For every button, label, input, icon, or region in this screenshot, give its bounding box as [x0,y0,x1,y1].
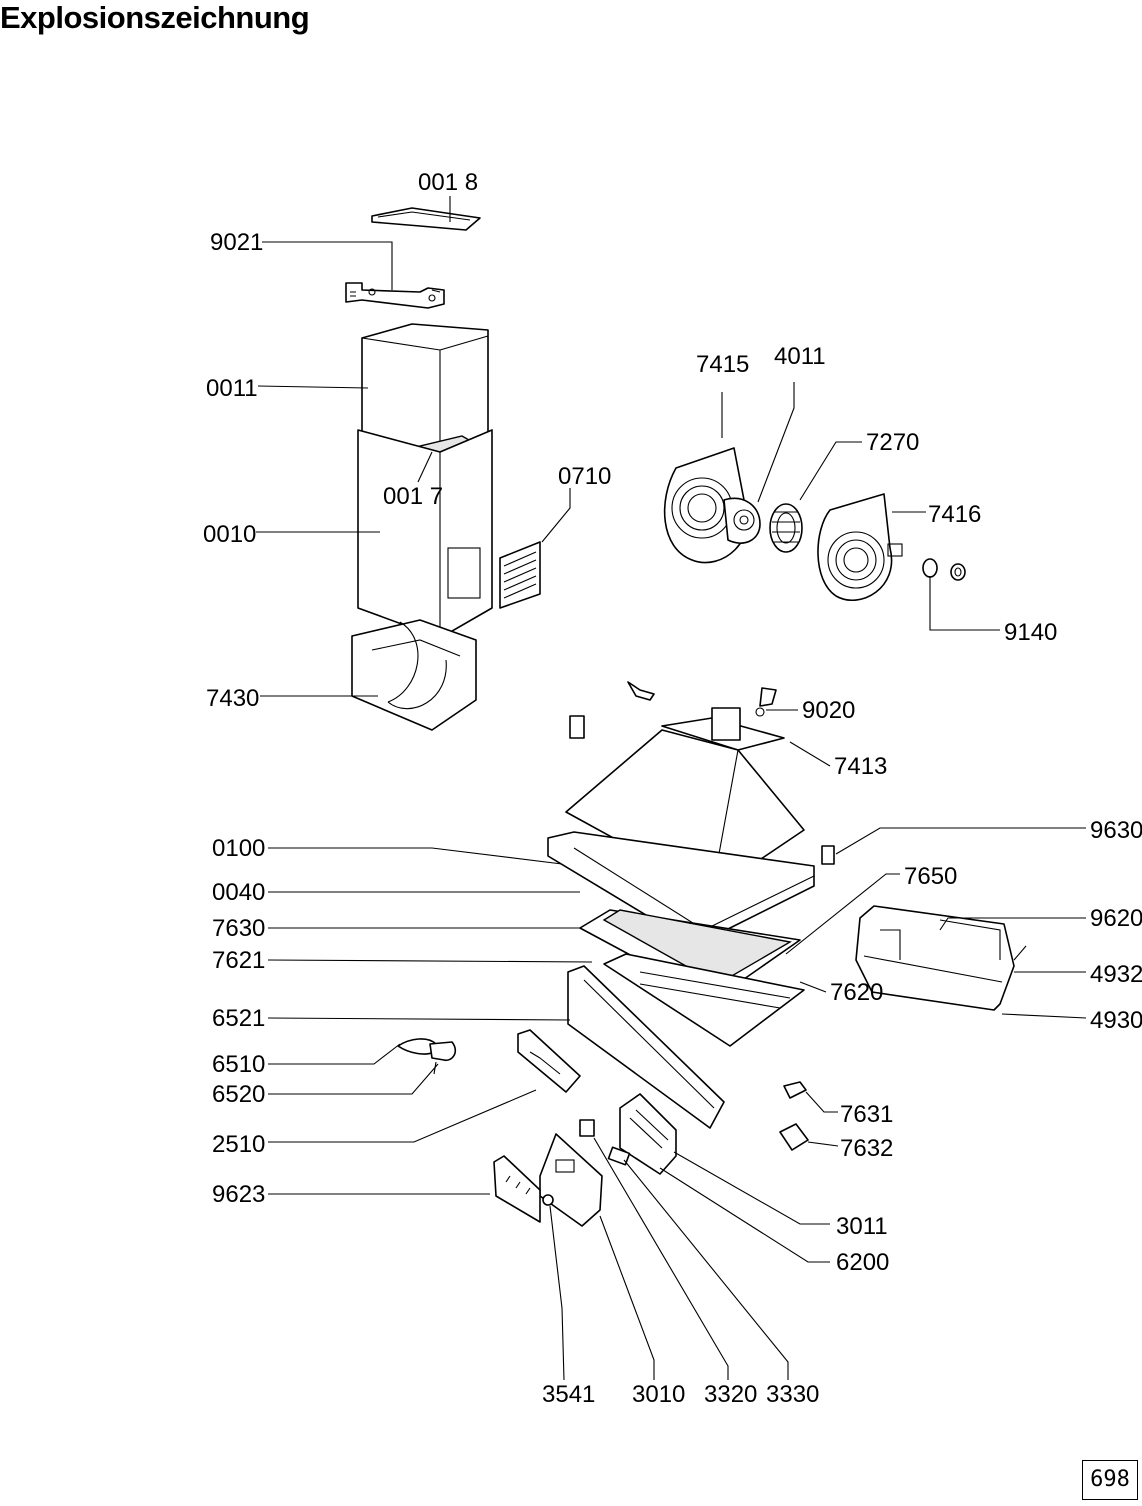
label-0100: 0100 [212,835,265,862]
label-6521: 6521 [212,1005,265,1032]
part-number-labels: 001 8 9021 0011 001 7 0010 0710 7430 741… [203,169,1142,1408]
label-3541: 3541 [542,1381,595,1408]
label-9140: 9140 [1004,619,1057,646]
label-7621: 7621 [212,947,265,974]
label-0040: 0040 [212,879,265,906]
label-3011: 3011 [836,1213,888,1240]
front-control-plate [493,1155,541,1223]
hood-corner-clip [821,845,835,865]
label-3330: 3330 [766,1381,819,1408]
label-6520: 6520 [212,1081,265,1108]
label-6510: 6510 [212,1051,265,1078]
leader-lines [256,196,1087,1381]
chimney-cover-top-bracket [371,207,481,231]
page-number: 698 [1082,1460,1138,1500]
label-7415: 7415 [696,351,749,378]
lamp-socket [429,1041,457,1075]
air-diverter [351,619,477,731]
lamp-cover [517,1029,581,1093]
label-7620: 7620 [830,979,883,1006]
label-9620: 9620 [1090,905,1142,932]
label-0011: 0011 [206,375,258,402]
label-7631: 7631 [840,1101,893,1128]
label-2510: 2510 [212,1131,265,1158]
label-9021: 9021 [210,229,263,256]
control-panel [539,1133,603,1227]
control-knob [542,1194,554,1206]
label-7416: 7416 [928,501,981,528]
lower-chimney-cover [357,429,493,639]
fan-housing-right [817,493,903,601]
label-6200: 6200 [836,1249,889,1276]
fan-wheel [769,503,803,553]
page-title: Explosionszeichnung [0,0,310,35]
mounting-bracket [345,282,445,309]
label-9630: 9630 [1090,817,1142,844]
label-4011: 4011 [774,343,826,370]
label-0010: 0010 [203,521,256,548]
small-bracket-1 [783,1081,807,1099]
label-3010: 3010 [632,1381,685,1408]
label-9623: 9623 [212,1181,265,1208]
label-9020: 9020 [802,697,855,724]
label-7270: 7270 [866,429,919,456]
label-0710: 0710 [558,463,611,490]
grease-filter [603,953,805,1047]
electronics-housing [855,905,1027,1011]
label-4932: 4932 [1090,961,1142,988]
fan-motor [723,497,761,544]
label-7430: 7430 [206,685,259,712]
fan-bearing-rings [922,558,966,581]
label-3320: 3320 [704,1381,757,1408]
hood-clips [569,681,777,739]
control-pcb [619,1093,677,1175]
label-4930: 4930 [1090,1007,1142,1034]
label-0017: 001 7 [383,483,443,510]
front-trim-channel [567,965,725,1129]
small-bracket-2 [779,1123,809,1151]
label-0018: 001 8 [418,169,478,196]
label-7650: 7650 [904,863,957,890]
exhaust-grille [499,541,541,609]
label-7632: 7632 [840,1135,893,1162]
label-7413: 7413 [834,753,887,780]
label-7630: 7630 [212,915,265,942]
